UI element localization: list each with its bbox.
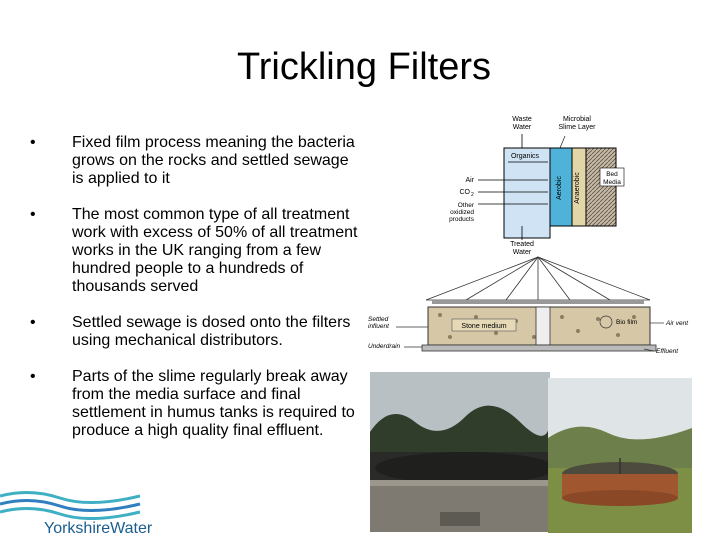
central-column — [535, 306, 551, 346]
yorkshire-water-logo: YorkshireWater — [0, 490, 153, 546]
bio-film-label: Bio film — [616, 319, 637, 326]
bullet-text: Settled sewage is dosed onto the filters… — [72, 314, 351, 349]
distributor-arm — [432, 300, 644, 304]
stone-medium-box — [451, 318, 517, 332]
wave-icon — [0, 491, 141, 520]
filter-bed-photo — [370, 372, 550, 532]
bullet-dot: • — [30, 314, 36, 331]
bullet-dot: • — [30, 206, 36, 223]
logo-text: YorkshireWater — [44, 520, 153, 537]
co2-label: CO — [460, 189, 471, 196]
aerobic-label: Aerobic — [556, 176, 563, 200]
effluent-pointer — [643, 348, 655, 352]
bullet-item: • Parts of the slime regularly break away… — [28, 368, 358, 440]
air-label: Air — [465, 177, 474, 184]
effluent-label: Effluent — [656, 348, 679, 355]
slime-pointer — [559, 135, 566, 149]
anaerobic-label: Anaerobic — [574, 172, 581, 204]
bio-film-callout — [599, 315, 613, 329]
bullet-list: • Fixed film process meaning the bacteria… — [28, 134, 358, 458]
stone-medium-label: Stone medium — [461, 323, 506, 330]
bed-media-zone — [585, 147, 617, 227]
bullet-item: • Settled sewage is dosed onto the filter… — [28, 314, 358, 350]
bullet-item: • The most common type of all treatment w… — [28, 206, 358, 296]
bullet-text: Fixed film process meaning the bacteria … — [72, 134, 355, 187]
bullet-text: The most common type of all treatment wo… — [72, 206, 358, 295]
co2-subscript: 2 — [471, 192, 474, 198]
bullet-dot: • — [30, 368, 36, 385]
underdrain-floor — [421, 344, 657, 352]
underdrain-label: Underdrain — [368, 343, 401, 350]
slide-title: Trickling Filters — [236, 46, 492, 88]
roof-structure — [425, 256, 651, 301]
bullet-text: Parts of the slime regularly break away … — [72, 368, 355, 439]
bullet-dot: • — [30, 134, 36, 151]
bullet-item: • Fixed film process meaning the bacteria… — [28, 134, 358, 188]
organics-label: Organics — [511, 153, 540, 160]
rotating-filter-photo — [548, 378, 692, 533]
air-vent-label: Air vent — [665, 320, 689, 327]
water-zone — [503, 147, 551, 239]
bed-media-box — [599, 167, 625, 187]
